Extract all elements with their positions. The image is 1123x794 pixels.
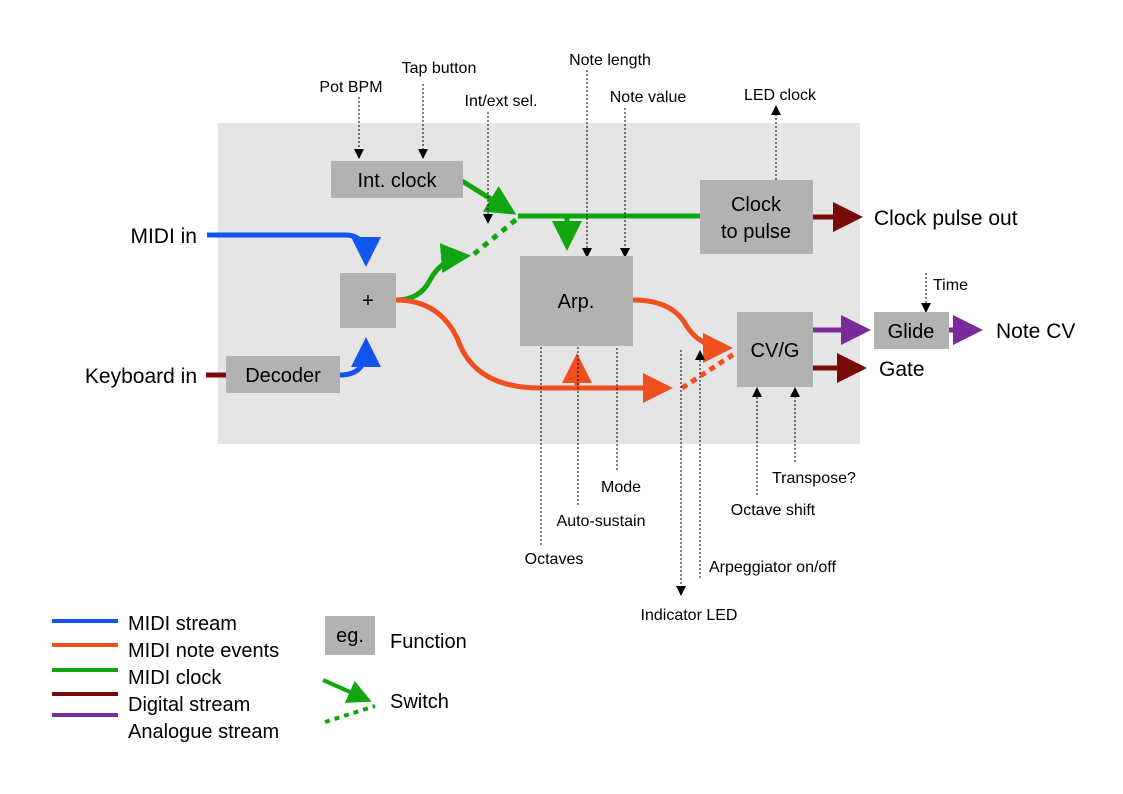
decoder-label: Decoder [245,365,321,387]
note-cv-label: Note CV [996,320,1075,343]
gate-label: Gate [879,358,925,381]
note-value-label: Note value [610,89,687,106]
int-ext-sel-label: Int/ext sel. [465,93,538,110]
clock-switch-open [472,216,520,256]
clock-pulse-out-label: Clock pulse out [874,207,1018,230]
octaves-label: Octaves [525,551,584,568]
legend-switch-open [324,704,376,724]
plus-label: + [362,290,374,312]
legend-label-midi-clock: MIDI clock [128,667,222,689]
arp-block [520,256,633,346]
octave-shift-label: Octave shift [731,502,816,519]
time-label: Time [933,277,968,294]
keyboard-in-label: Keyboard in [85,365,197,388]
arp-label: Arp. [558,291,595,313]
int-clock-to-switch-line [460,178,517,215]
decoder-to-plus-line [339,337,381,378]
midi-in-line [207,232,381,267]
led-clock-label: LED clock [744,87,817,104]
cvg-block [737,312,813,387]
note-length-label: Note length [569,52,651,69]
legend: MIDI stream MIDI note events MIDI clock … [52,613,467,743]
arpeggiator-on-off-label: Arpeggiator on/off [709,559,836,576]
glide-label: Glide [888,321,935,343]
transpose-label: Transpose? [772,470,856,487]
legend-switch-closed [322,678,372,703]
clock-to-pulse-label-2: to pulse [721,221,791,243]
plus-block [340,273,396,328]
indicator-led-label: Indicator LED [641,607,738,624]
pot-bpm-label: Pot BPM [319,79,382,96]
legend-label-midi-note-events: MIDI note events [128,640,279,662]
legend-label-digital-stream: Digital stream [128,694,250,716]
plus-to-switch-line [395,243,471,303]
clock-to-pulse-label-1: Clock [731,194,782,216]
legend-label-analogue-stream: Analogue stream [128,721,279,743]
midi-in-label: MIDI in [130,225,197,248]
tap-button-label: Tap button [402,60,477,77]
int-clock-block [331,161,463,198]
plus-to-bypass-line [395,297,673,403]
int-clock-label: Int. clock [358,170,438,192]
clock-to-pulse-block [700,180,813,254]
glide-block [874,312,949,349]
legend-switch-label: Switch [390,691,449,713]
legend-label-midi-stream: MIDI stream [128,613,237,635]
mode-label: Mode [601,479,641,496]
auto-sustain-label: Auto-sustain [557,513,646,530]
legend-function-swatch [325,616,375,655]
legend-function-label: Function [390,631,467,653]
decoder-block [226,356,340,393]
cvg-label: CV/G [751,340,800,362]
legend-function-example: eg. [336,625,364,647]
arp-to-cvg-line [632,297,733,363]
